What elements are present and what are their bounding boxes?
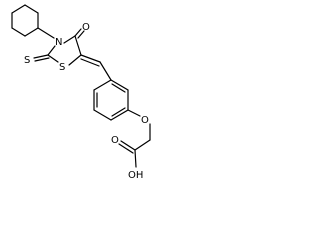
- bond-thione: [34, 57, 50, 62]
- bond-carboxyl-carbonyl: [120, 140, 136, 151]
- bond: [11, 4, 26, 14]
- bond-thione: [33, 54, 49, 59]
- bond-carboxyl-hydroxyl: [134, 149, 137, 168]
- bond-benzene-ether-oxygen: [127, 109, 141, 117]
- atom-label-ring-sulfur: S: [59, 62, 65, 73]
- atom-label-acid-hydroxyl: OH: [128, 170, 143, 181]
- bond-aromatic-inner: [111, 107, 126, 117]
- atom-label-carbonyl-oxygen: O: [82, 22, 90, 33]
- bond: [93, 79, 112, 91]
- bond: [47, 54, 59, 63]
- bond: [11, 27, 26, 37]
- benzene-ring: [93, 79, 129, 121]
- bond: [74, 35, 82, 56]
- atom-label-ether-oxygen: O: [141, 115, 149, 126]
- bond: [93, 109, 112, 121]
- bond: [24, 27, 39, 37]
- bond: [63, 35, 76, 44]
- chemical-structure-diagram: N S S O O O OH: [11, 4, 151, 181]
- cyclohexyl-ring: [11, 4, 39, 37]
- bond: [110, 109, 129, 121]
- atom-label-thione-sulfur: S: [24, 55, 30, 66]
- bond-methylene-carboxyl: [134, 139, 151, 151]
- bond-carbonyl: [74, 28, 82, 37]
- bond-exocyclic-alkene: [80, 54, 101, 63]
- bond: [24, 4, 39, 14]
- bond-cyclohexyl-nitrogen: [37, 27, 55, 39]
- bond: [110, 79, 129, 91]
- bond-methine-benzene: [99, 61, 112, 81]
- bond-aromatic-inner: [111, 83, 126, 93]
- bond: [47, 45, 56, 56]
- bond-exocyclic-alkene: [80, 58, 100, 67]
- bond: [68, 54, 82, 66]
- bond-carbonyl: [77, 30, 85, 39]
- atom-label-acid-carbonyl-oxygen: O: [111, 135, 119, 146]
- bond-carboxyl-carbonyl: [118, 143, 134, 154]
- thiazolidinone-ring: [47, 35, 82, 66]
- atom-label-ring-nitrogen: N: [55, 37, 62, 48]
